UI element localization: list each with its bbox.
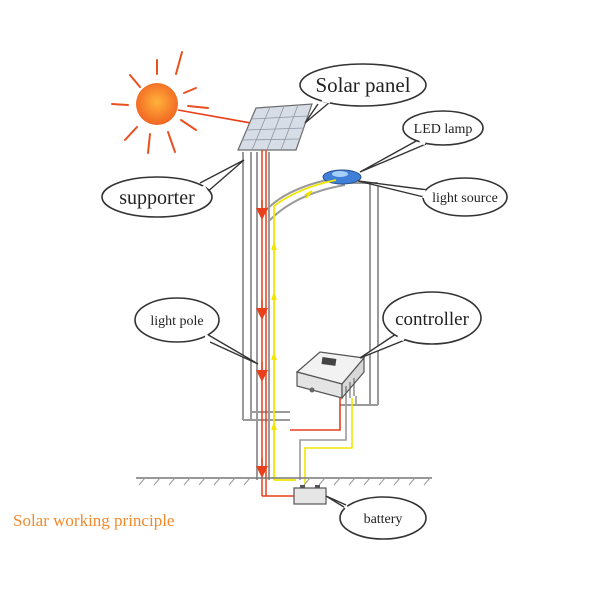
solar-panel-icon — [237, 103, 313, 151]
sunlight-ray — [177, 109, 269, 131]
callout-controller: controller — [359, 291, 482, 359]
callout-light-pole: light pole — [134, 297, 259, 365]
ground-icon — [136, 477, 432, 486]
callout-light-source: light source — [357, 177, 508, 217]
label-battery: battery — [364, 512, 403, 527]
callout-solar-panel: Solar panel — [299, 63, 427, 124]
label-light-pole: light pole — [150, 314, 203, 329]
diagram-caption: Solar working principle — [13, 511, 174, 530]
label-supporter: supporter — [119, 187, 195, 209]
controller-icon — [295, 351, 366, 400]
label-solar-panel: Solar panel — [315, 73, 410, 97]
label-light-source: light source — [432, 191, 498, 206]
label-controller: controller — [395, 309, 470, 330]
sun-icon — [111, 51, 209, 154]
callout-battery: battery — [325, 495, 427, 540]
battery-icon — [293, 485, 327, 505]
power-wires — [271, 179, 337, 481]
charging-wires — [256, 150, 296, 497]
callout-supporter: supporter — [101, 159, 245, 218]
controller-wiring — [290, 396, 357, 484]
label-led-lamp: LED lamp — [414, 122, 473, 137]
callout-led-lamp: LED lamp — [359, 110, 484, 173]
